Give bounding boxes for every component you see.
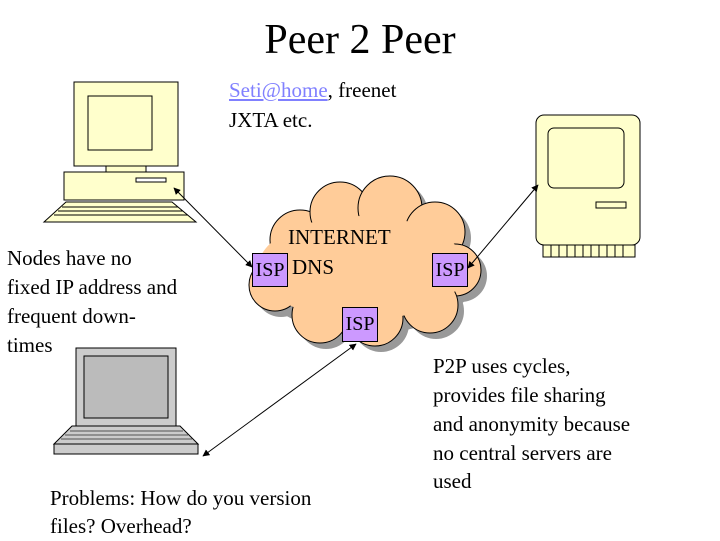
examples-rest: , freenet xyxy=(327,78,397,102)
p2p-note-line-1: P2P uses cycles, xyxy=(433,354,571,378)
page-title: Peer 2 Peer xyxy=(264,17,456,63)
seti-at-home-link[interactable]: Seti@home xyxy=(229,78,328,102)
p2p-note-line-5: used xyxy=(433,469,472,493)
mac-computer-icon xyxy=(535,114,641,258)
connection-arrow-laptop xyxy=(202,343,357,457)
connection-arrow-desktop xyxy=(173,187,253,268)
examples-line-2: JXTA etc. xyxy=(229,108,313,132)
problems-note-line-1: Problems: How do you version xyxy=(50,486,312,510)
p2p-note-line-4: no central servers are xyxy=(433,441,612,465)
p2p-note-line-3: and anonymity because xyxy=(433,412,631,436)
nodes-note-line-1: Nodes have no xyxy=(7,246,132,270)
laptop-computer-icon xyxy=(52,347,200,455)
isp-box-right: ISP xyxy=(432,253,468,287)
connection-arrow-mac xyxy=(467,184,539,269)
p2p-note-line-2: provides file sharing xyxy=(433,383,606,407)
problems-note-line-2: files? Overhead? xyxy=(50,514,192,538)
isp-box-bottom: ISP xyxy=(342,307,378,342)
dns-label: DNS xyxy=(292,255,335,279)
nodes-note-line-4: times xyxy=(7,333,53,357)
isp-box-left: ISP xyxy=(252,253,288,287)
nodes-note-line-2: fixed IP address and xyxy=(7,275,178,299)
examples-line-1: Seti@home, freenet xyxy=(229,76,396,105)
internet-cloud-fill xyxy=(258,216,466,320)
nodes-note-line-3: frequent down- xyxy=(7,304,136,328)
internet-label: INTERNET xyxy=(288,225,391,249)
desktop-computer-icon xyxy=(42,81,198,223)
